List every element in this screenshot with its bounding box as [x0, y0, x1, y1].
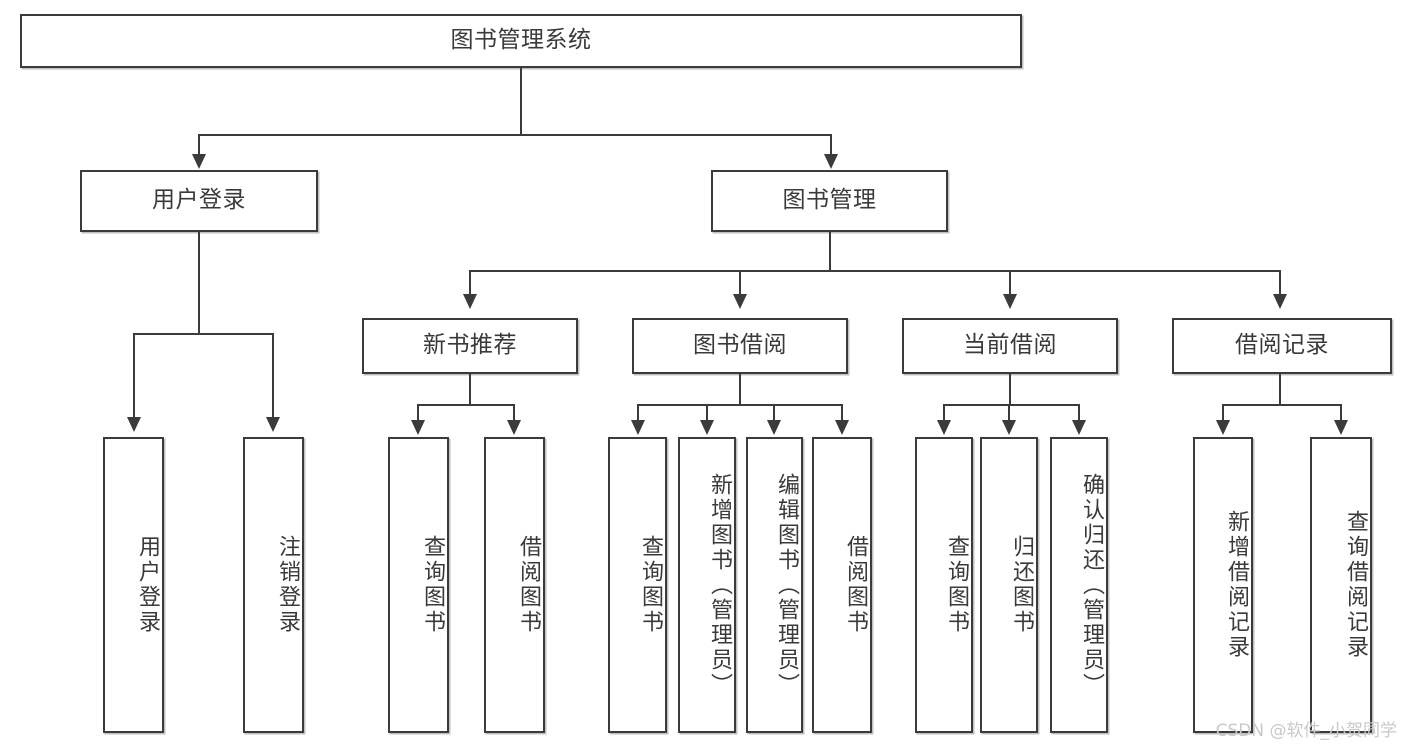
node-label: 查询图书 [420, 535, 445, 635]
connector-user-login-stem [198, 232, 200, 335]
connector-level1-drop-book-management [830, 134, 832, 156]
connector-group-a-bus [417, 404, 515, 406]
connector-group-b-drop-2 [706, 404, 708, 422]
arrowhead-book-management [824, 154, 838, 169]
connector-drop-logout-leaf [272, 333, 274, 419]
connector-book-management-stem [829, 232, 831, 272]
node-label: 查询借阅记录 [1343, 510, 1368, 660]
node-label: 图书管理系统 [450, 27, 592, 54]
connector-user-login-bus [133, 333, 274, 335]
connector-drop-new-book-rec [469, 270, 471, 296]
arrowhead-logout-leaf [266, 417, 280, 432]
connector-group-b-drop-3 [773, 404, 775, 422]
node-label: 新书推荐 [423, 332, 517, 359]
connector-drop-user-login-leaf [133, 333, 135, 419]
arrowhead-group-a-1 [411, 420, 425, 435]
node-label: 图书借阅 [693, 332, 787, 359]
node-leaf-user-login[interactable]: 用户登录 [103, 437, 164, 733]
connector-group-c-drop-1 [943, 404, 945, 422]
connector-group-b-bus [637, 404, 842, 406]
node-label: 归还图书 [1009, 535, 1034, 635]
connector-level1-drop-user-login [198, 134, 200, 156]
connector-group-c-stem [1009, 374, 1011, 406]
node-root-book-management-system[interactable]: 图书管理系统 [20, 14, 1022, 68]
node-leaf-query-books-current[interactable]: 查询图书 [915, 437, 973, 733]
node-label: 编辑图书（管理员） [774, 472, 799, 698]
node-leaf-borrow-books-rec[interactable]: 借阅图书 [484, 437, 545, 733]
node-leaf-confirm-return-admin[interactable]: 确认归还（管理员） [1050, 437, 1108, 733]
connector-group-c-drop-3 [1078, 404, 1080, 422]
connector-group-a-drop-1 [417, 404, 419, 422]
node-label: 用户登录 [152, 187, 246, 214]
node-label: 查询图书 [638, 535, 663, 635]
arrowhead-group-b-2 [700, 420, 714, 435]
connector-group-b-drop-4 [841, 404, 843, 422]
arrowhead-group-d-1 [1216, 420, 1230, 435]
node-book-management[interactable]: 图书管理 [711, 170, 948, 232]
arrowhead-user-login [192, 154, 206, 169]
arrowhead-group-b-3 [767, 420, 781, 435]
node-label: 当前借阅 [963, 332, 1057, 359]
node-leaf-add-borrow-record[interactable]: 新增借阅记录 [1193, 437, 1253, 733]
node-leaf-query-books-rec[interactable]: 查询图书 [388, 437, 449, 733]
node-leaf-return-books[interactable]: 归还图书 [980, 437, 1038, 733]
node-label: 图书管理 [782, 187, 877, 214]
connector-group-d-drop-1 [1222, 404, 1224, 422]
node-label: 注销登录 [275, 535, 300, 635]
arrowhead-group-c-1 [937, 420, 951, 435]
node-label: 用户登录 [135, 535, 160, 635]
connector-level1-bus [198, 134, 832, 136]
node-label: 借阅记录 [1235, 332, 1329, 359]
connector-group-d-stem [1279, 374, 1281, 406]
arrowhead-borrow-record [1273, 294, 1287, 309]
arrowhead-group-c-2 [1002, 420, 1016, 435]
connector-group-b-stem [739, 374, 741, 406]
arrowhead-group-c-3 [1072, 420, 1086, 435]
node-label: 借阅图书 [843, 535, 868, 635]
connector-drop-borrow-record [1279, 270, 1281, 296]
connector-group-d-drop-2 [1340, 404, 1342, 422]
connector-level2-bus [469, 270, 1281, 272]
arrowhead-group-b-4 [835, 420, 849, 435]
arrowhead-book-borrow [733, 294, 747, 309]
node-label: 确认归还（管理员） [1079, 472, 1104, 698]
arrowhead-group-a-2 [507, 420, 521, 435]
node-label: 查询图书 [944, 535, 969, 635]
connector-group-a-stem [469, 374, 471, 406]
node-label: 新增借阅记录 [1224, 510, 1249, 660]
node-user-login[interactable]: 用户登录 [80, 170, 318, 232]
node-label: 借阅图书 [516, 535, 541, 635]
node-borrowing-record[interactable]: 借阅记录 [1172, 318, 1392, 374]
connector-group-b-drop-1 [637, 404, 639, 422]
node-leaf-add-book-admin[interactable]: 新增图书（管理员） [678, 437, 736, 733]
node-new-book-recommendation[interactable]: 新书推荐 [362, 318, 578, 374]
node-leaf-query-borrow-record[interactable]: 查询借阅记录 [1310, 437, 1372, 733]
node-leaf-borrow-books[interactable]: 借阅图书 [812, 437, 872, 733]
connector-group-c-drop-2 [1008, 404, 1010, 422]
node-leaf-logout[interactable]: 注销登录 [243, 437, 304, 733]
node-label: 新增图书（管理员） [707, 472, 732, 698]
csdn-watermark: CSDN @软件_小贺同学 [1215, 721, 1397, 741]
arrowhead-current-borrow [1003, 294, 1017, 309]
node-leaf-query-books-borrow[interactable]: 查询图书 [608, 437, 667, 733]
connector-drop-book-borrow [739, 270, 741, 296]
arrowhead-group-b-1 [631, 420, 645, 435]
node-leaf-edit-book-admin[interactable]: 编辑图书（管理员） [746, 437, 803, 733]
connector-group-d-bus [1222, 404, 1341, 406]
arrowhead-user-login-leaf [127, 417, 141, 432]
connector-group-a-drop-2 [513, 404, 515, 422]
connector-root-stem [520, 68, 522, 136]
node-book-borrowing[interactable]: 图书借阅 [632, 318, 848, 374]
arrowhead-group-d-2 [1334, 420, 1348, 435]
connector-drop-current-borrow [1009, 270, 1011, 296]
connector-group-c-bus [943, 404, 1078, 406]
arrowhead-new-book-rec [463, 294, 477, 309]
node-current-borrowing[interactable]: 当前借阅 [902, 318, 1118, 374]
